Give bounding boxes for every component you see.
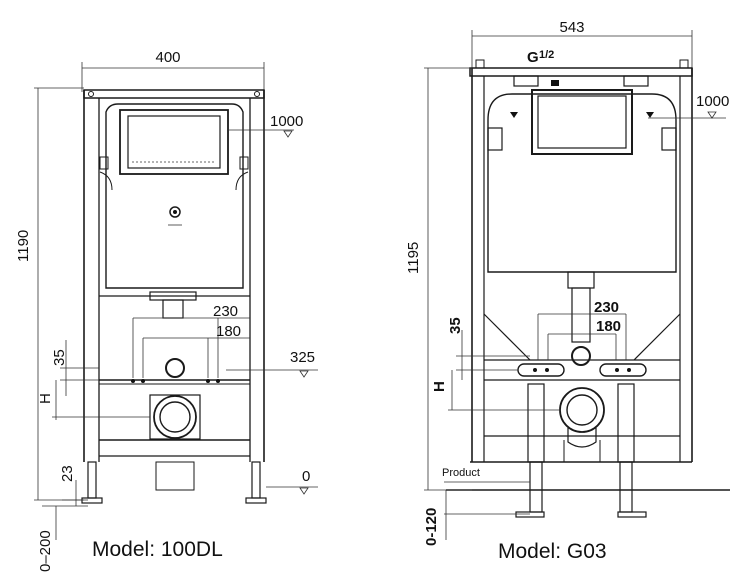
inlet-label-g03: G xyxy=(527,49,539,66)
model-label-g03: Model: G03 xyxy=(498,540,607,563)
dim-adjust-100dl: 0–200 xyxy=(37,530,54,572)
frame-100dl xyxy=(34,62,318,540)
dim-180-g03: 180 xyxy=(596,318,621,335)
dim-adjust-g03: 0-120 xyxy=(423,508,440,546)
dim-180-100dl: 180 xyxy=(216,323,241,340)
inlet-fraction-g03: 1/2 xyxy=(539,49,554,61)
dim-height-g03: 1195 xyxy=(405,242,422,274)
dim-height-100dl: 1190 xyxy=(15,230,32,262)
dim-outlet-height-100dl: 325 xyxy=(290,349,315,366)
dim-h-g03: H xyxy=(431,381,448,392)
product-label-g03: Product xyxy=(442,467,480,479)
dim-floor-zero-100dl: 0 xyxy=(302,468,310,485)
dim-230-100dl: 230 xyxy=(213,303,238,320)
dim-23-100dl: 23 xyxy=(59,465,76,482)
dim-width-100dl: 400 xyxy=(155,49,180,66)
dim-h-100dl: H xyxy=(37,393,54,404)
model-label-100dl: Model: 100DL xyxy=(92,538,223,561)
dim-230-g03: 230 xyxy=(594,299,619,316)
dim-flush-height-g03: 1000 xyxy=(696,93,729,110)
dim-35-100dl: 35 xyxy=(51,349,68,366)
frame-g03 xyxy=(424,30,730,540)
dim-width-g03: 543 xyxy=(559,19,584,36)
dim-35-g03: 35 xyxy=(447,317,464,334)
dim-flush-height-100dl: 1000 xyxy=(270,113,303,130)
